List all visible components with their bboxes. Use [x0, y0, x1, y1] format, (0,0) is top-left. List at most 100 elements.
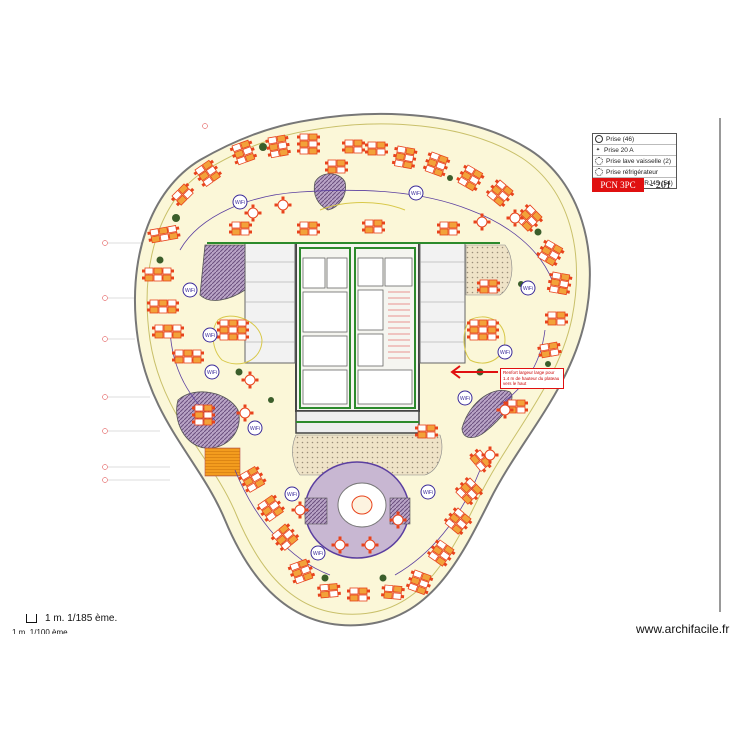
desk-cluster [381, 584, 405, 600]
chair [368, 550, 372, 554]
chair [298, 501, 302, 505]
chair [448, 512, 453, 517]
chair [381, 586, 385, 590]
desk [158, 226, 169, 235]
desk [174, 356, 184, 364]
arrow-icon [450, 365, 498, 379]
chair [171, 276, 174, 280]
desk [308, 133, 318, 141]
chair [503, 415, 507, 419]
core-shaft-right [354, 247, 416, 409]
desk [507, 399, 517, 407]
desk [172, 324, 182, 332]
chair [487, 220, 491, 224]
chair [382, 228, 385, 232]
chair [560, 249, 565, 254]
desk [237, 333, 247, 341]
chair [463, 164, 468, 169]
chair [297, 142, 300, 146]
chair [229, 223, 232, 227]
core-rooms [302, 257, 413, 405]
desk-cluster [485, 179, 515, 208]
desk [392, 592, 402, 600]
chair [290, 528, 295, 533]
chair [212, 413, 215, 417]
chair [459, 530, 464, 536]
chair [201, 358, 204, 362]
legend-label: Prise (46) [606, 135, 635, 143]
chair [272, 494, 277, 499]
chair [275, 541, 280, 546]
desk-cluster [192, 404, 215, 426]
desk-cluster [217, 319, 249, 341]
desk [299, 221, 309, 229]
chair [262, 478, 267, 483]
round-table [364, 539, 376, 551]
desk [308, 228, 318, 236]
desk-cluster [342, 139, 365, 154]
desk [237, 319, 247, 327]
desk-cluster [238, 465, 267, 493]
chair [285, 523, 291, 528]
desk [277, 141, 288, 150]
chair [480, 227, 484, 231]
desk-cluster [147, 225, 181, 244]
chair [317, 149, 320, 153]
chair [468, 520, 473, 525]
chair [459, 481, 464, 487]
chair [297, 223, 300, 227]
chair [243, 404, 247, 408]
chair [459, 170, 464, 175]
chair [276, 500, 281, 505]
desk [231, 228, 241, 236]
chair [454, 486, 460, 492]
chair [250, 147, 255, 151]
fridge-outlet-icon [595, 168, 603, 176]
legend-label: Prise 20 A [604, 146, 634, 154]
chair [217, 171, 222, 176]
desk [349, 594, 359, 602]
chair [548, 279, 552, 284]
hatched-zone-top [313, 173, 346, 211]
core-stair [388, 291, 410, 359]
wifi-access-point-icon: WiFi [284, 486, 300, 502]
chair [365, 150, 368, 154]
chair [250, 411, 254, 415]
desk [299, 133, 309, 141]
desk [228, 326, 238, 334]
desk-cluster [514, 203, 544, 233]
chair [201, 182, 206, 187]
chair [249, 230, 252, 234]
chair [545, 320, 548, 324]
desk [240, 228, 250, 236]
chair [317, 142, 320, 146]
chair [345, 161, 348, 165]
chair [286, 142, 290, 147]
desk [344, 139, 354, 147]
wifi-access-point-icon: WiFi [310, 545, 326, 561]
chair [543, 239, 548, 244]
desk [158, 306, 168, 314]
desk [162, 267, 172, 275]
desk [469, 333, 479, 341]
chair [443, 562, 448, 567]
chair [558, 349, 562, 354]
chair [444, 165, 448, 170]
chair [503, 401, 507, 405]
chair [142, 269, 145, 273]
desk-cluster [170, 182, 195, 207]
desk [516, 399, 526, 407]
round-table [392, 514, 404, 526]
chair [452, 507, 458, 512]
chair [287, 566, 292, 571]
chair [253, 153, 258, 158]
chair [473, 220, 477, 224]
desk-cluster [362, 219, 385, 234]
chair [181, 333, 184, 337]
wifi-access-point-icon: WiFi [247, 420, 263, 436]
desk-cluster [365, 141, 388, 156]
chair [171, 269, 174, 273]
wifi-label: WiFi [287, 492, 297, 498]
desk [231, 221, 241, 229]
chair [213, 165, 218, 170]
